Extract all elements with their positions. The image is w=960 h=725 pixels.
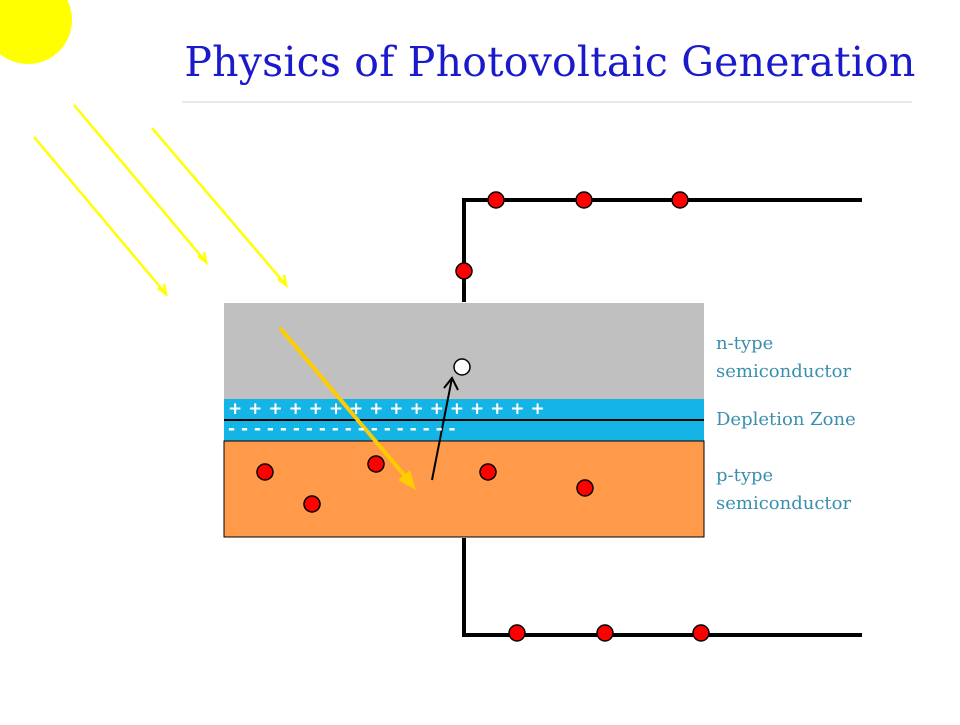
wire-electrons [455,191,710,642]
sun-ray [73,104,207,263]
top-wire [462,198,862,302]
p-type-label: p-type semiconductor [716,465,852,514]
p-type-layer [223,440,705,538]
n-type-layer [224,303,704,401]
electron [303,495,321,513]
bottom-wire [462,538,862,637]
electron [256,463,274,481]
sun-ray [33,136,167,295]
sun-ray-arrowhead [197,251,208,265]
positive-charges: + + + + + + + + + + + + + + + + [228,399,545,419]
electron-drift-arrowhead [443,376,459,391]
electron-drift-arrow [431,377,453,481]
photon-path [278,326,412,484]
electron [576,479,594,497]
electron [671,191,689,209]
electron [508,624,526,642]
sun-ray [151,127,287,286]
electron [692,624,710,642]
electron [455,262,473,280]
negative-charges: - - - - - - - - - - - - - - - - - - [228,419,456,439]
hole [453,358,471,376]
electron [487,191,505,209]
p-layer-electrons [256,455,594,513]
sun-rays [33,104,288,297]
sun-ray-arrowhead [157,283,168,297]
depletion-zone-label: Depletion Zone [716,409,856,430]
electron [367,455,385,473]
photon-arrowhead [398,470,416,490]
electron [596,624,614,642]
electron [575,191,593,209]
n-type-label: n-type semiconductor [716,333,852,382]
page-title: Physics of Photovoltaic Generation [184,38,916,86]
electron [479,463,497,481]
sun-icon [0,0,72,64]
sun-ray-arrowhead [277,274,288,288]
